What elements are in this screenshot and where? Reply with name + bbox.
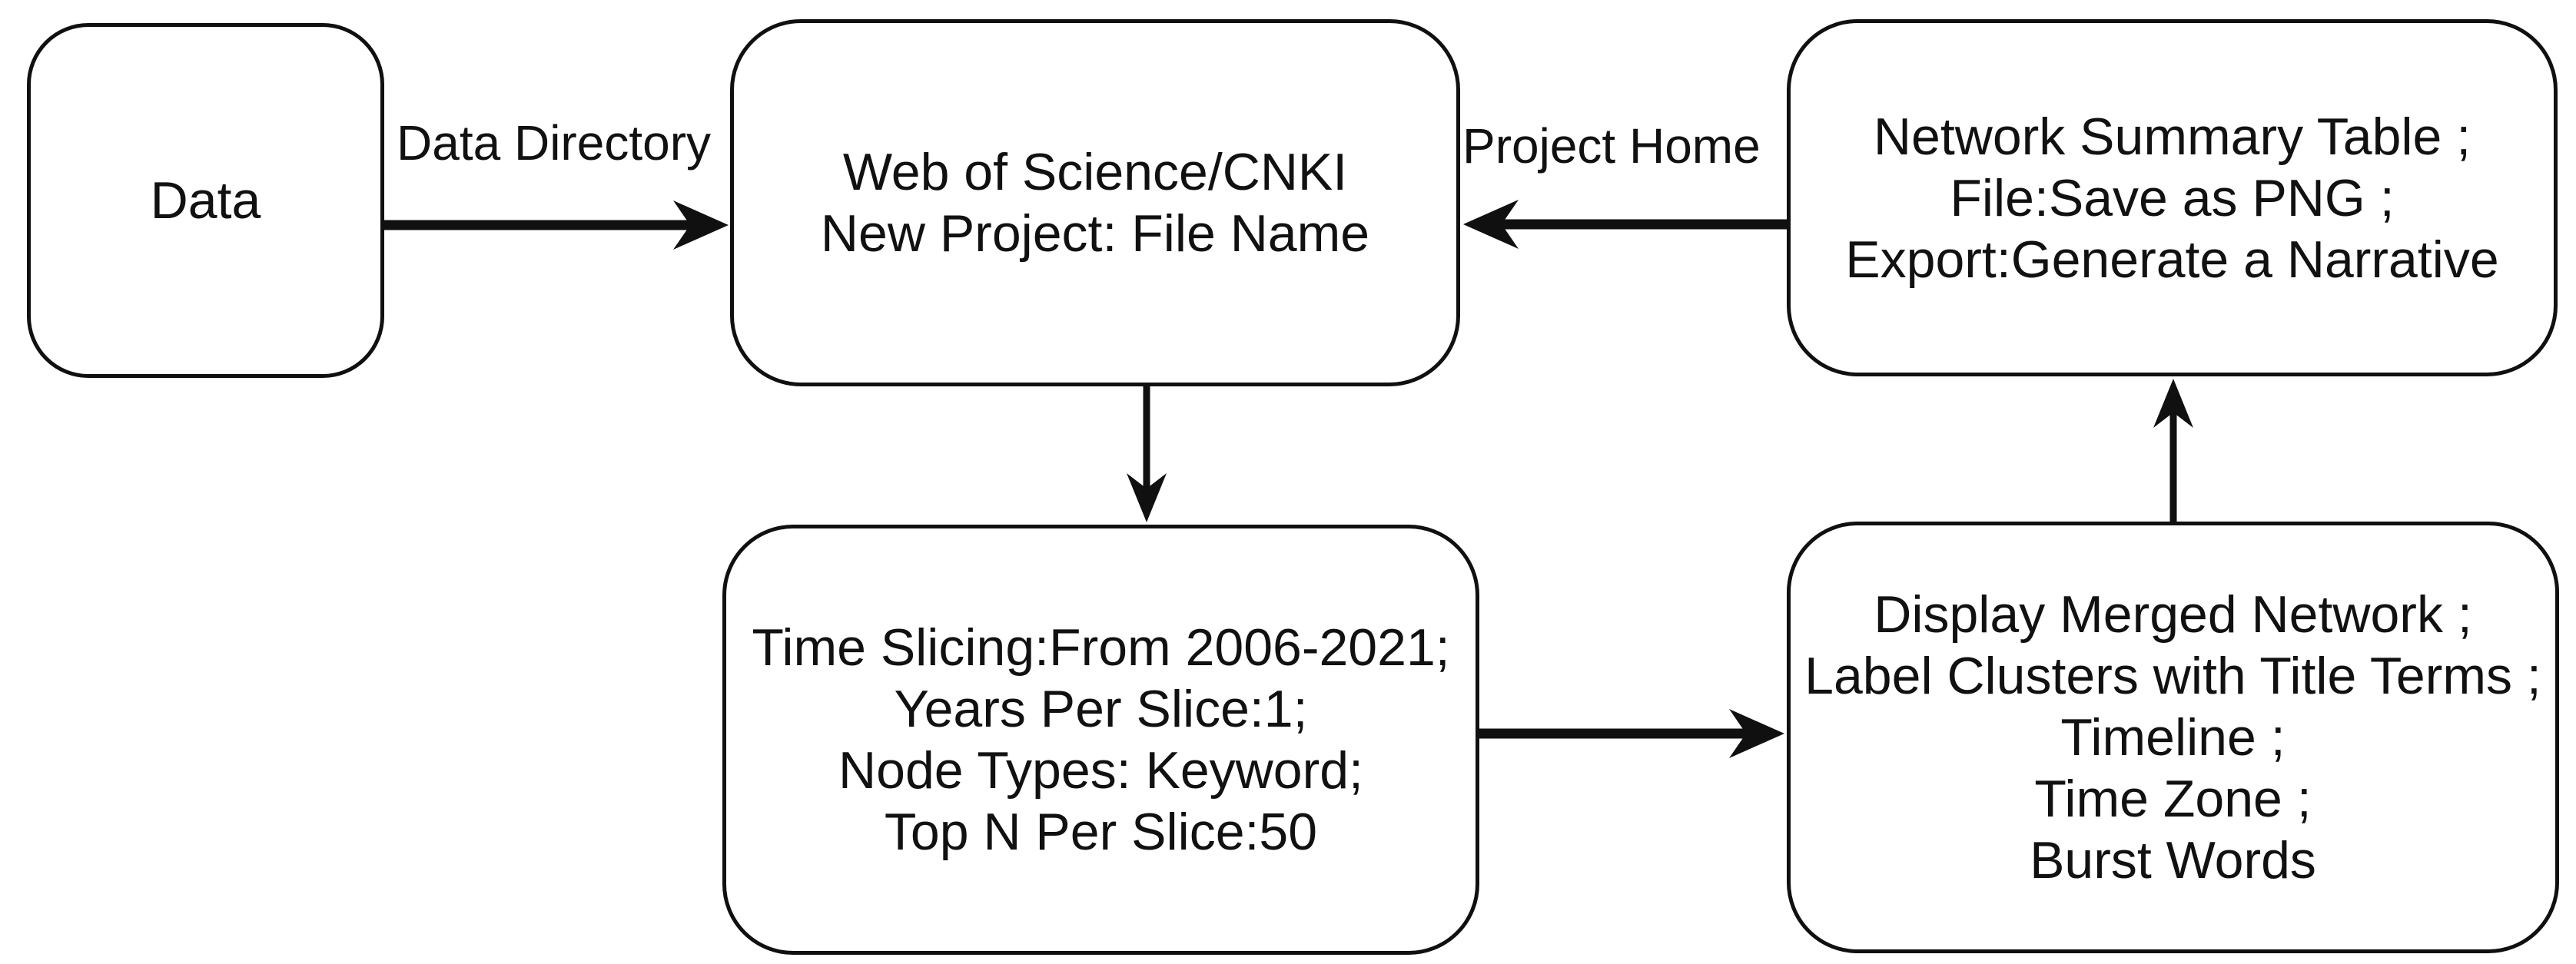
node-text-line: Network Summary Table ; — [1873, 107, 2471, 166]
arrowhead-right-icon — [1729, 709, 1784, 758]
node-text-line: Web of Science/CNKI — [842, 143, 1348, 201]
node-data: Data — [27, 23, 384, 378]
node-text-line: Node Types: Keyword; — [838, 741, 1363, 800]
edge-label-project-home: Project Home — [1462, 118, 1761, 174]
node-text-line: Label Clusters with Title Terms ; — [1804, 647, 2541, 705]
node-network-summary-export: Network Summary Table ; File:Save as PNG… — [1787, 19, 2558, 376]
node-text-line: Burst Words — [2030, 831, 2316, 889]
arrow-slicing-to-display — [1477, 709, 1784, 758]
node-text-line: File:Save as PNG ; — [1950, 168, 2395, 227]
arrow-data-to-wos — [384, 200, 729, 250]
node-display-merged-network: Display Merged Network ; Label Clusters … — [1787, 522, 2559, 953]
node-time-slicing-settings: Time Slicing:From 2006-2021; Years Per S… — [722, 525, 1479, 955]
node-web-of-science-new-project: Web of Science/CNKI New Project: File Na… — [730, 19, 1460, 386]
arrowhead-up-icon — [2153, 379, 2193, 428]
edge-label-data-directory: Data Directory — [397, 115, 711, 171]
arrowhead-left-icon — [1463, 200, 1519, 249]
arrow-display-to-summary — [2153, 379, 2193, 522]
node-text-line: Time Zone ; — [2034, 770, 2312, 828]
node-text-line: Top N Per Slice:50 — [884, 803, 1318, 861]
arrowhead-right-icon — [673, 200, 729, 250]
node-text-line: Time Slicing:From 2006-2021; — [752, 618, 1450, 677]
node-text-line: Data — [150, 171, 261, 230]
node-text-line: New Project: File Name — [820, 204, 1370, 263]
arrowhead-down-icon — [1127, 473, 1167, 522]
node-text-line: Display Merged Network ; — [1874, 585, 2472, 644]
node-text-line: Timeline ; — [2060, 708, 2286, 767]
arrow-summary-to-wos — [1463, 200, 1787, 249]
node-text-line: Export:Generate a Narrative — [1845, 230, 2499, 289]
arrow-wos-to-slicing — [1127, 386, 1167, 522]
node-text-line: Years Per Slice:1; — [894, 680, 1308, 738]
